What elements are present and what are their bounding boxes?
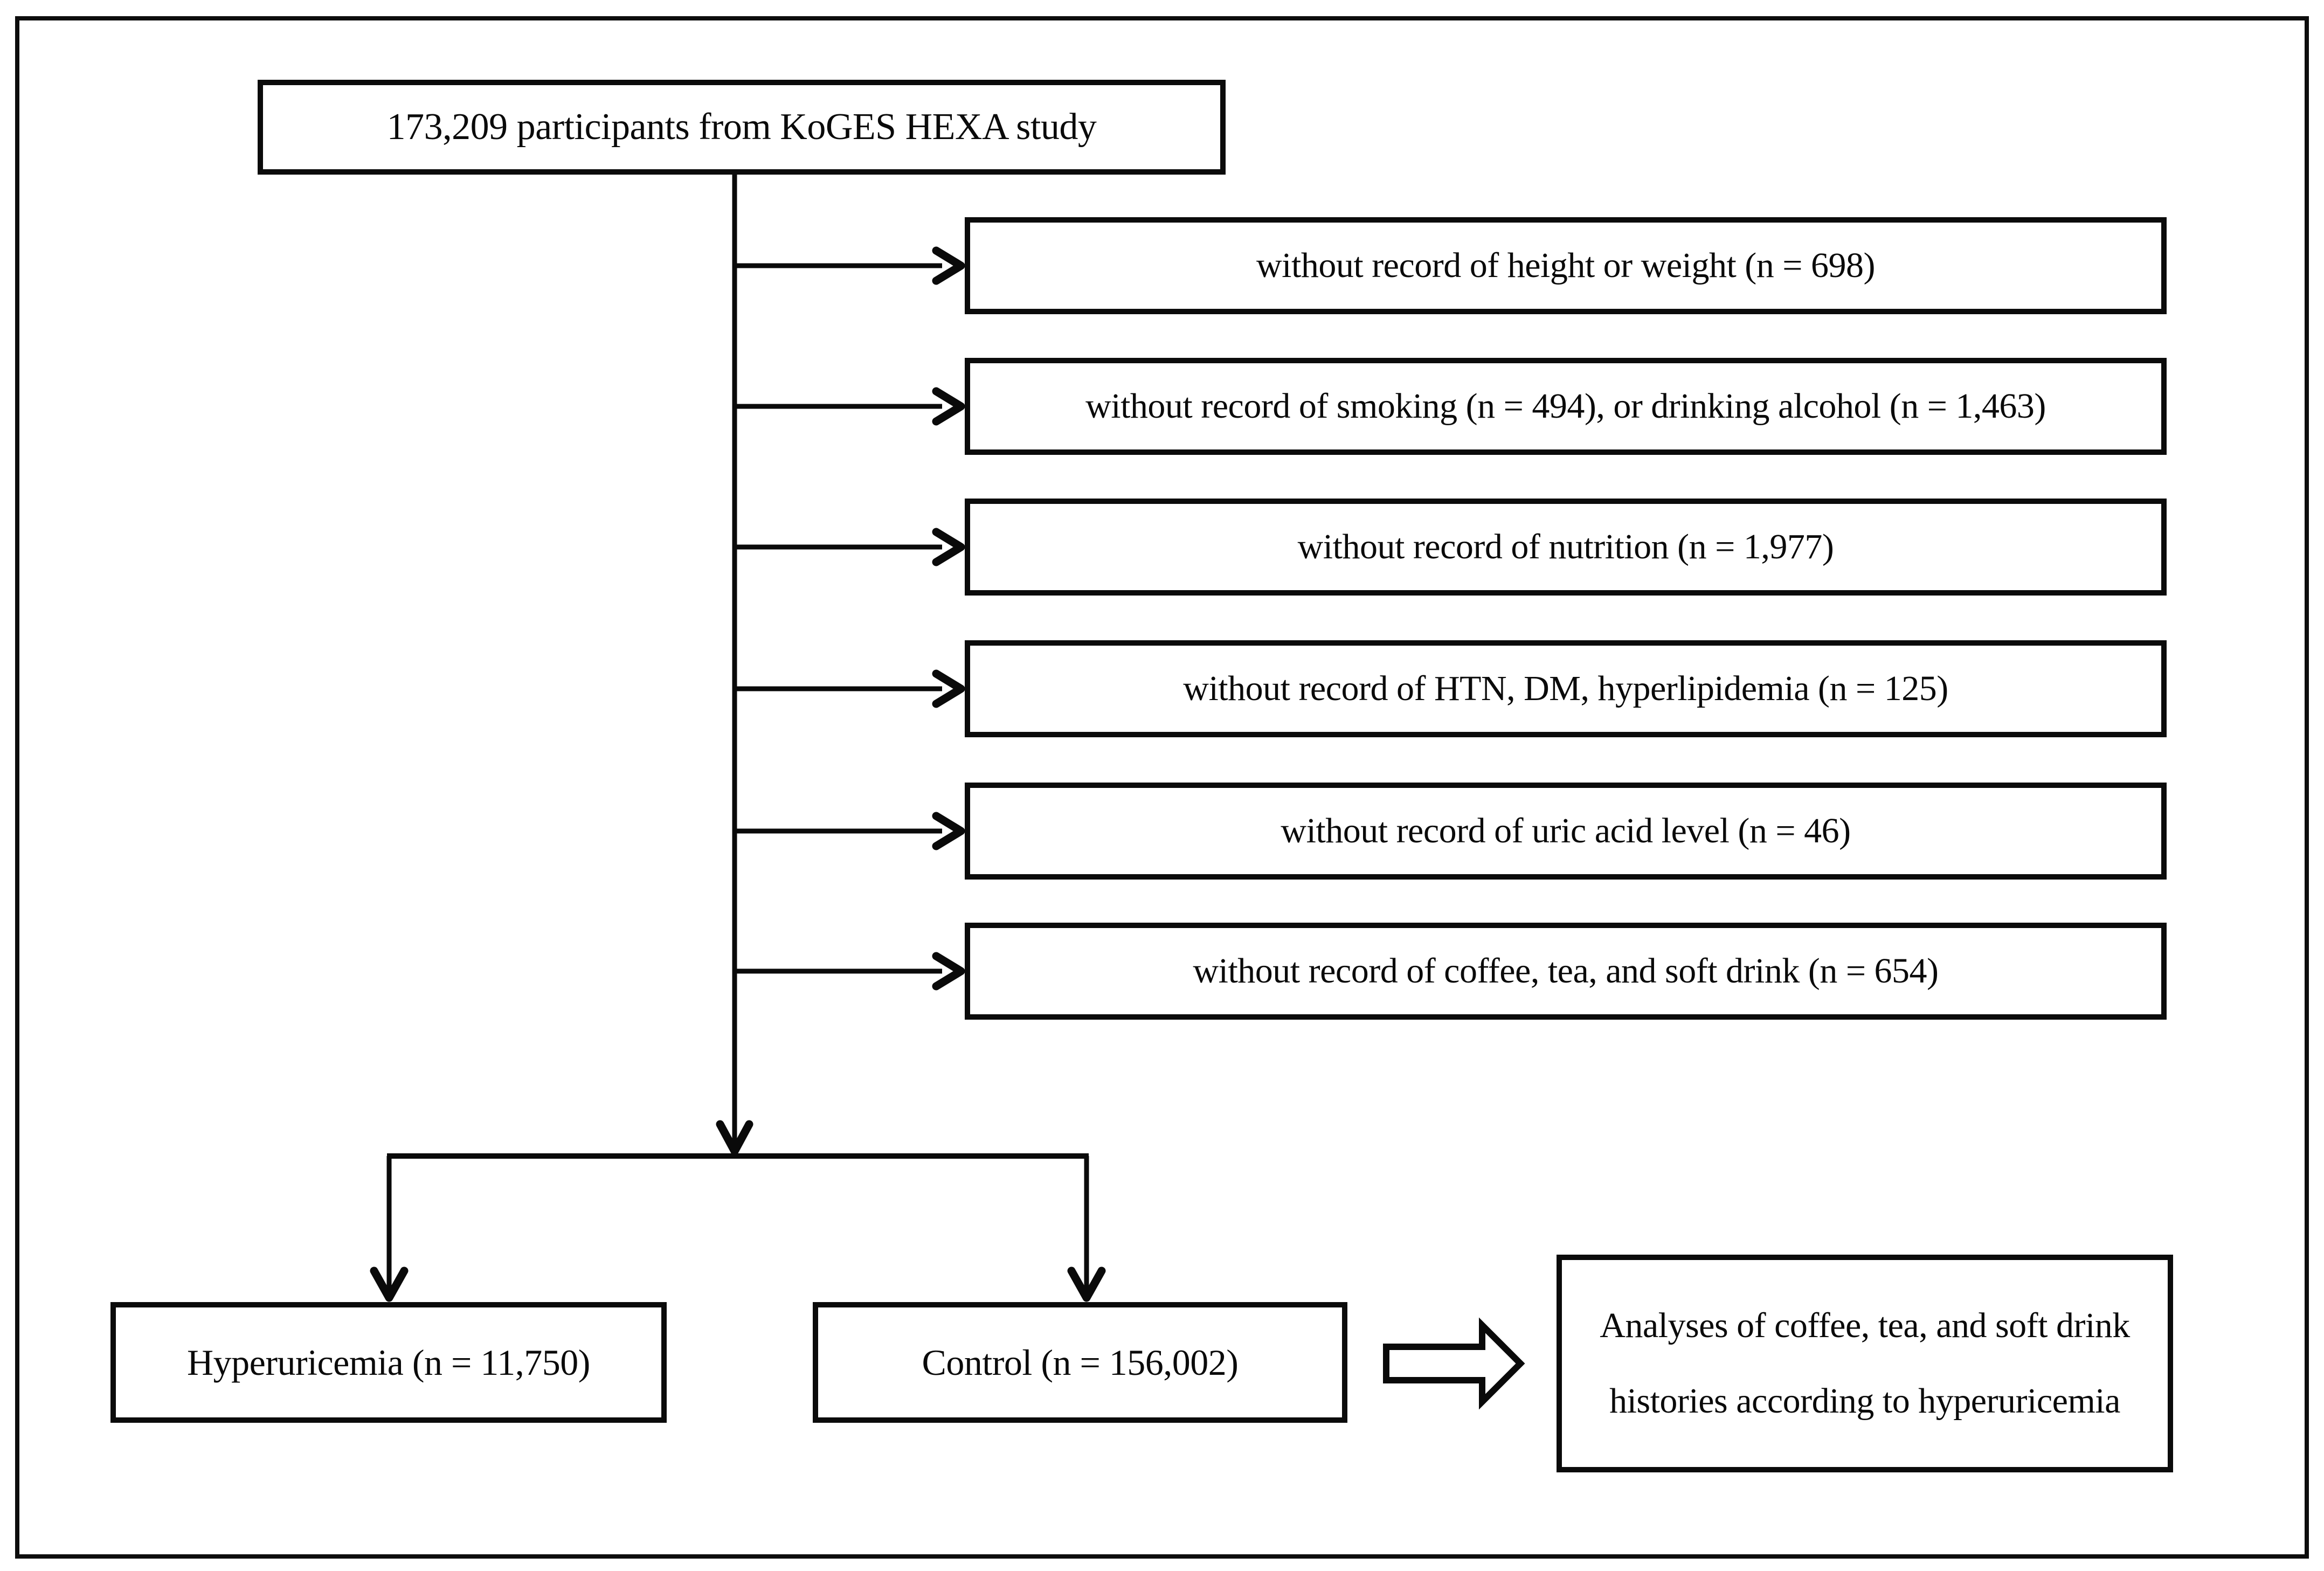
exclusion-label: without record of height or weight (n = … xyxy=(1256,245,1875,285)
exclusion-box-smoking-alcohol: without record of smoking (n = 494), or … xyxy=(965,358,2167,455)
exclusion-label: without record of uric acid level (n = 4… xyxy=(1281,811,1851,850)
exclusion-box-height-weight: without record of height or weight (n = … xyxy=(965,217,2167,314)
exclusion-box-htn-dm-hyperlipidemia: without record of HTN, DM, hyperlipidemi… xyxy=(965,640,2167,737)
exclusion-label: without record of nutrition (n = 1,977) xyxy=(1297,527,1834,566)
exclusion-box-nutrition: without record of nutrition (n = 1,977) xyxy=(965,499,2167,596)
analysis-result-label: Analyses of coffee, tea, and soft drink … xyxy=(1600,1306,2130,1421)
exclusion-box-coffee-tea-softdrink: without record of coffee, tea, and soft … xyxy=(965,923,2167,1020)
control-group-label: Control (n = 156,002) xyxy=(922,1341,1239,1383)
source-population-box: 173,209 participants from KoGES HEXA stu… xyxy=(258,80,1226,175)
control-group-box: Control (n = 156,002) xyxy=(813,1302,1347,1423)
analysis-result-box: Analyses of coffee, tea, and soft drink … xyxy=(1557,1255,2173,1472)
exclusion-label: without record of smoking (n = 494), or … xyxy=(1085,386,2046,426)
hyperuricemia-group-box: Hyperuricemia (n = 11,750) xyxy=(110,1302,667,1423)
exclusion-label: without record of HTN, DM, hyperlipidemi… xyxy=(1183,668,1948,708)
hyperuricemia-group-label: Hyperuricemia (n = 11,750) xyxy=(187,1341,590,1383)
exclusion-box-uric-acid: without record of uric acid level (n = 4… xyxy=(965,783,2167,880)
source-population-label: 173,209 participants from KoGES HEXA stu… xyxy=(386,106,1097,148)
exclusion-label: without record of coffee, tea, and soft … xyxy=(1193,951,1939,991)
